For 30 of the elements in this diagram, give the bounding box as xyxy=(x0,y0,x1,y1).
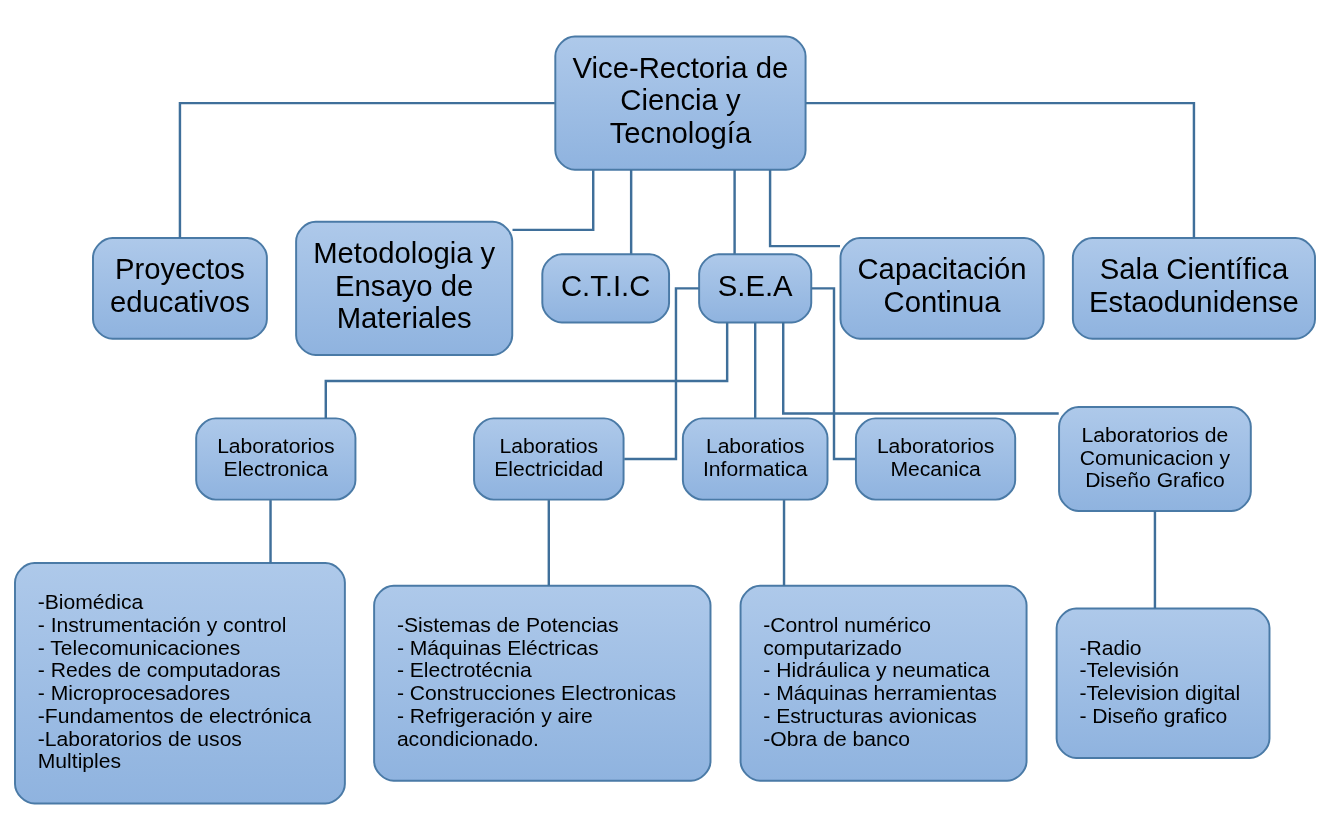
node-box: C.T.I.C xyxy=(541,253,671,324)
connector xyxy=(806,101,1196,238)
node-box: -Biomédica - Instrumentación y control - Telecomunicaciones - Redes de computadoras - Microprocesadores -Fundamentos de electrónica -Laboratorios de usos Multiples xyxy=(14,562,346,805)
connector xyxy=(733,170,736,254)
connector xyxy=(624,287,699,461)
connector xyxy=(269,500,272,563)
connector xyxy=(547,500,551,586)
node-box: Laboratios Informatica xyxy=(681,417,829,501)
connector xyxy=(629,170,633,254)
connector xyxy=(782,322,1059,415)
node-box: Laboratorios Mecanica xyxy=(854,417,1017,501)
connector xyxy=(1153,511,1157,609)
connector xyxy=(512,170,595,232)
connector xyxy=(178,101,555,238)
node-box: Sala Científica Estaodunidense xyxy=(1071,237,1316,340)
node-box: -Sistemas de Potencias - Máquinas Eléctricas - Electrotécnia - Construcciones Electronicas - Refrigeración y aire acondicionado. xyxy=(373,584,712,782)
node-box: Proyectos educativos xyxy=(92,237,268,340)
connector xyxy=(768,170,841,248)
node-box: Laboratios Electricidad xyxy=(473,417,625,501)
node-box: Metodologia y Ensayo de Materiales xyxy=(295,220,514,356)
node-box: -Radio -Televisión -Television digital - Diseño grafico xyxy=(1055,607,1271,759)
node-box: Vice-Rectoria de Ciencia y Tecnología xyxy=(554,35,807,171)
connector xyxy=(753,322,757,418)
node-box: Capacitación Continua xyxy=(839,237,1045,340)
connector xyxy=(782,500,786,586)
node-box: Laboratorios de Comunicacion y Diseño Grafico xyxy=(1058,406,1252,512)
node-box: S.E.A xyxy=(698,253,813,324)
node-box: -Control numérico computarizado - Hidráulica y neumatica - Máquinas herramientas - Estructuras avionicas -Obra de banco xyxy=(739,584,1028,782)
connector xyxy=(324,322,729,419)
node-box: Laboratorios Electronica xyxy=(195,417,357,501)
